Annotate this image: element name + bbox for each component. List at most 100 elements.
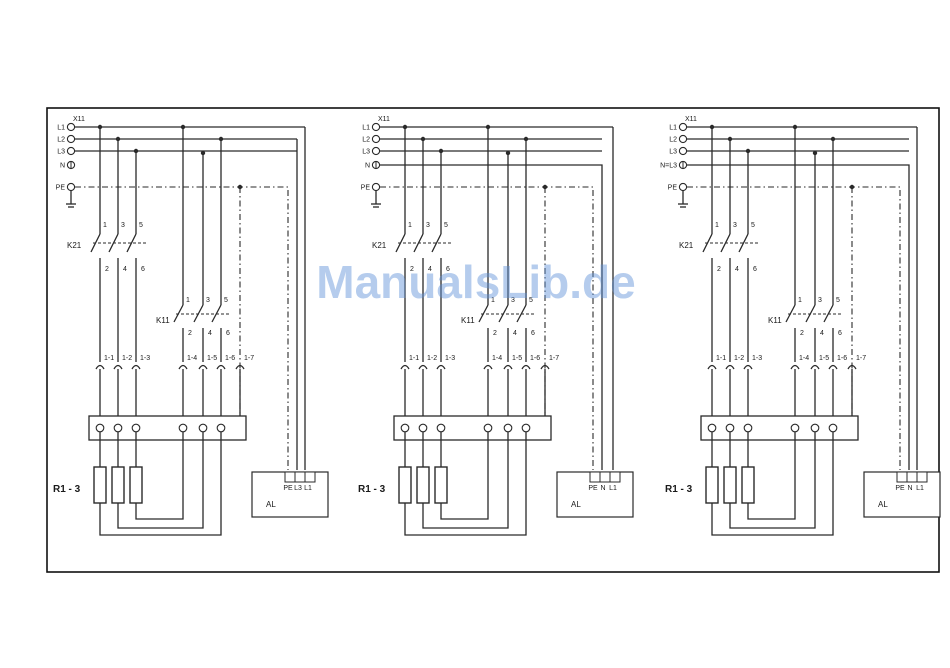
block-terminal bbox=[216, 423, 226, 433]
k21-contact-number: 6 bbox=[753, 266, 757, 273]
heater-return bbox=[99, 432, 222, 536]
block-terminal bbox=[483, 423, 493, 433]
fuse-label: 1-6 bbox=[225, 355, 235, 362]
fuse-symbol bbox=[131, 364, 141, 370]
al-terminal-label: PE bbox=[588, 485, 598, 492]
k11-contact-number: 2 bbox=[493, 330, 497, 337]
diagram-frame bbox=[46, 107, 940, 573]
k21-contact-number: 1 bbox=[103, 222, 107, 229]
fuse-label: 1-6 bbox=[837, 355, 847, 362]
al-terminal-label: L3 bbox=[294, 485, 302, 492]
fuse-symbol bbox=[810, 364, 820, 370]
fuse-label: 1-1 bbox=[409, 355, 419, 362]
fuse-label: 1-2 bbox=[427, 355, 437, 362]
junction-dot bbox=[115, 136, 121, 142]
block-terminal bbox=[95, 423, 105, 433]
fuse-label: 1-2 bbox=[734, 355, 744, 362]
fuse-symbol bbox=[400, 364, 410, 370]
al-unit-label: AL bbox=[571, 500, 581, 509]
supply-terminal-label: L1 bbox=[362, 125, 370, 132]
junction-dot bbox=[727, 136, 733, 142]
al-terminal-label: PE bbox=[895, 485, 905, 492]
al-terminal-label: N bbox=[907, 485, 912, 492]
block-terminal bbox=[503, 423, 513, 433]
protective-earth-line bbox=[380, 186, 594, 470]
fuse-label: 1-3 bbox=[752, 355, 762, 362]
supply-terminal bbox=[371, 122, 381, 132]
block-terminal bbox=[418, 423, 428, 433]
k21-contact-number: 5 bbox=[139, 222, 143, 229]
k21-contact-number: 3 bbox=[121, 222, 125, 229]
k11-contact-number: 2 bbox=[800, 330, 804, 337]
k11-contact-number: 6 bbox=[226, 330, 230, 337]
al-feed-neutral bbox=[687, 164, 910, 470]
contactor-k21-label: K21 bbox=[679, 241, 694, 250]
contactor-k11-label: K11 bbox=[768, 316, 782, 325]
protective-earth-line bbox=[687, 186, 901, 470]
heater-return bbox=[440, 432, 489, 520]
supply-terminal bbox=[371, 134, 381, 144]
protective-earth-line bbox=[75, 186, 289, 470]
heater-element bbox=[434, 466, 448, 504]
fuse-symbol bbox=[725, 364, 735, 370]
supply-terminal-label: N=L3 bbox=[660, 163, 677, 170]
watermark: ManualsLib.de bbox=[316, 256, 635, 308]
heater-element bbox=[93, 466, 107, 504]
block-terminal bbox=[131, 423, 141, 433]
supply-terminal-label: L3 bbox=[57, 149, 65, 156]
contactor-k21-label: K21 bbox=[372, 241, 387, 250]
supply-terminal-label: PE bbox=[361, 185, 371, 192]
supply-terminal-label: PE bbox=[56, 185, 66, 192]
contactor-k21-label: K21 bbox=[67, 241, 82, 250]
al-unit-label: AL bbox=[266, 500, 276, 509]
k21-contact-number: 1 bbox=[408, 222, 412, 229]
junction-dot bbox=[97, 124, 103, 130]
supply-terminal bbox=[678, 146, 688, 156]
block-terminal bbox=[725, 423, 735, 433]
heater-return bbox=[729, 432, 816, 529]
block-terminal bbox=[828, 423, 838, 433]
supply-terminal bbox=[66, 134, 76, 144]
fuse-symbol bbox=[178, 364, 188, 370]
k21-contact-number: 3 bbox=[426, 222, 430, 229]
k11-contact-number: 1 bbox=[491, 297, 495, 304]
heater-element bbox=[129, 466, 143, 504]
k21-contact-number: 4 bbox=[123, 266, 127, 273]
heater-label: R1 - 3 bbox=[358, 484, 386, 495]
fuse-label: 1-2 bbox=[122, 355, 132, 362]
k21-contact-number: 3 bbox=[733, 222, 737, 229]
al-terminal-label: PE bbox=[283, 485, 293, 492]
heater-return bbox=[135, 432, 184, 520]
heater-return bbox=[404, 432, 527, 536]
terminal-strip-label: X11 bbox=[378, 116, 390, 123]
block-terminal bbox=[707, 423, 717, 433]
supply-terminal bbox=[66, 146, 76, 156]
junction-dot bbox=[812, 150, 818, 156]
junction-dot bbox=[218, 136, 224, 142]
al-connector bbox=[896, 471, 928, 483]
k11-contact-number: 4 bbox=[513, 330, 517, 337]
supply-terminal-label: L1 bbox=[669, 125, 677, 132]
junction-dot bbox=[237, 184, 243, 190]
heater-element bbox=[705, 466, 719, 504]
supply-terminal-label: L3 bbox=[362, 149, 370, 156]
supply-terminal-label: L1 bbox=[57, 125, 65, 132]
fuse-label: 1-4 bbox=[799, 355, 809, 362]
heater-return bbox=[422, 432, 509, 529]
k11-contact-number: 1 bbox=[798, 297, 802, 304]
block-terminal bbox=[790, 423, 800, 433]
heater-element bbox=[741, 466, 755, 504]
block-terminal bbox=[178, 423, 188, 433]
junction-dot bbox=[505, 150, 511, 156]
junction-dot bbox=[745, 148, 751, 154]
k21-contact-number: 5 bbox=[751, 222, 755, 229]
k11-contact-number: 6 bbox=[531, 330, 535, 337]
junction-dot bbox=[542, 184, 548, 190]
fuse-label: 1-3 bbox=[140, 355, 150, 362]
k21-contact-number: 2 bbox=[717, 266, 721, 273]
heater-element bbox=[398, 466, 412, 504]
